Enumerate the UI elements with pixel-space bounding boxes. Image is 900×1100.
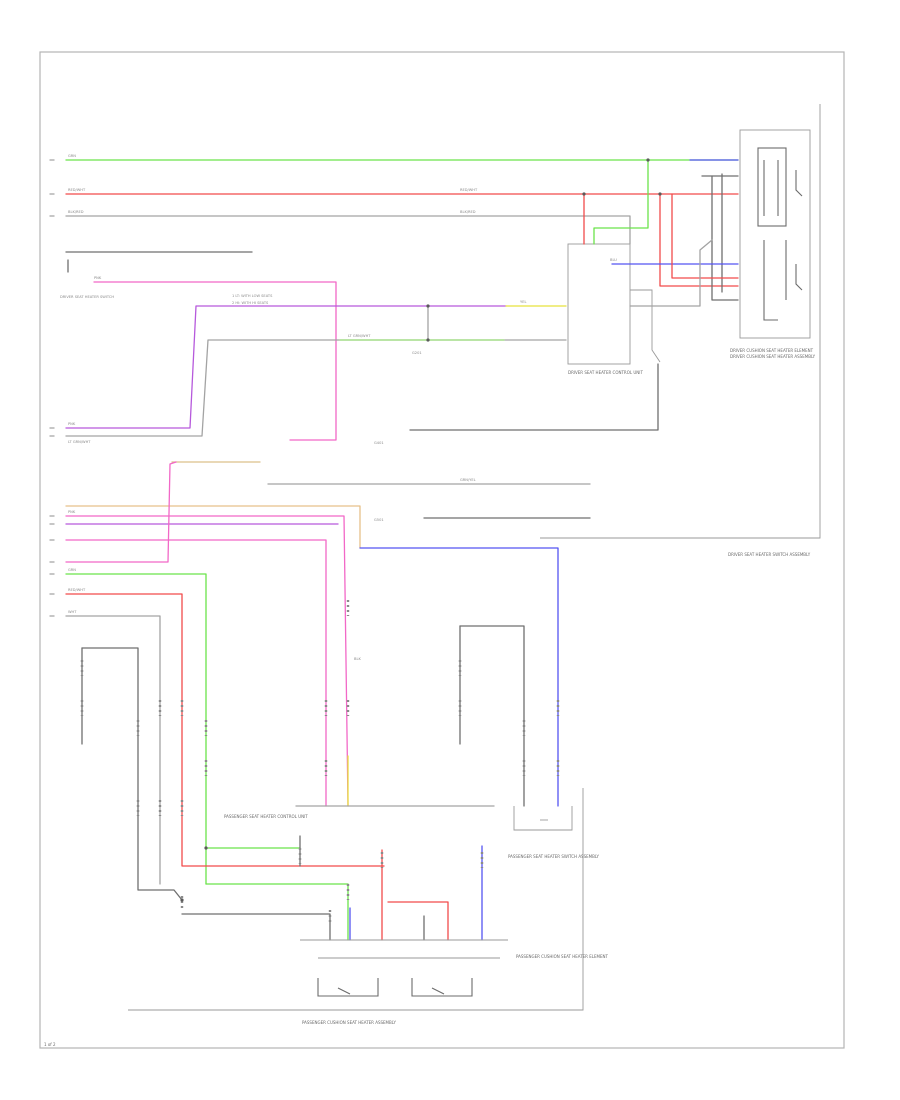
label-wire-blk-vertical: BLK bbox=[354, 657, 361, 661]
passenger-control-unit bbox=[300, 939, 508, 997]
label-wire-grn-lower: GRN bbox=[68, 568, 76, 572]
label-wire-red-wht-lower: RED/WHT bbox=[68, 588, 86, 592]
label-wire-blk-red-2: BLK/RED bbox=[460, 210, 476, 214]
label-wire-pnk: PNK bbox=[94, 276, 102, 280]
wire-grn-lower bbox=[65, 573, 207, 885]
wire-red-lower bbox=[65, 593, 385, 867]
wire-blu-long bbox=[359, 547, 559, 807]
passenger-control-unit-label: PASSENGER SEAT HEATER CONTROL UNIT bbox=[224, 814, 308, 819]
wire-lt-grn-wht bbox=[65, 339, 567, 437]
passenger-switch-assembly bbox=[513, 806, 573, 831]
note-2: 2 HI: WITH HI SEATS bbox=[232, 301, 269, 305]
note-1: 1 LT: WITH LOW SEATS bbox=[232, 294, 273, 298]
ground-label-2: G401 bbox=[374, 441, 384, 445]
driver-cushion-heater-assembly bbox=[739, 129, 811, 339]
driver-switch-footnote: DRIVER SEAT HEATER SWITCH bbox=[60, 295, 114, 299]
label-wire-grn: GRN bbox=[68, 154, 76, 158]
label-wire-blu: BLU bbox=[610, 258, 617, 262]
left-pin-markers bbox=[49, 159, 55, 617]
connectors bbox=[80, 600, 560, 924]
passenger-switch-assembly-label: PASSENGER SEAT HEATER SWITCH ASSEMBLY bbox=[508, 854, 600, 859]
driver-switch-assembly-boundary bbox=[540, 104, 821, 539]
wire-blk-red bbox=[65, 215, 631, 245]
passenger-cushion-element-label: PASSENGER CUSHION SEAT HEATER ELEMENT bbox=[516, 954, 608, 959]
page-label: 1 of 2 bbox=[44, 1042, 56, 1047]
driver-control-unit-label: DRIVER SEAT HEATER CONTROL UNIT bbox=[568, 370, 643, 375]
driver-seat-heater-control-unit bbox=[567, 243, 661, 365]
wire-violet bbox=[65, 305, 507, 429]
wire-pnk-upper bbox=[93, 281, 337, 441]
label-wire-lt-grn-wht-2: LT GRN/WHT bbox=[348, 334, 371, 338]
driver-cushion-assembly-label: DRIVER CUSHION SEAT HEATER ASSEMBLY bbox=[730, 354, 816, 359]
wire-red-wht bbox=[65, 193, 739, 287]
ground-label-3: G501 bbox=[374, 518, 384, 522]
passenger-assembly-boundary bbox=[128, 788, 584, 1011]
label-wire-yel: YEL bbox=[520, 300, 526, 304]
label-wire-wht: WHT bbox=[68, 610, 77, 614]
label-wire-blk-red: BLK/RED bbox=[68, 210, 84, 214]
ground-label-1: G201 bbox=[412, 351, 422, 355]
wire-blk-ground-middle bbox=[409, 363, 659, 431]
label-wire-gray-mid: GRN/YEL bbox=[460, 478, 476, 482]
label-wire-red-wht-2: RED/WHT bbox=[460, 188, 478, 192]
diagram-frame bbox=[39, 51, 845, 1049]
passenger-cushion-assembly-label: PASSENGER CUSHION SEAT HEATER ASSEMBLY bbox=[302, 1020, 396, 1025]
wire-pnk-lower bbox=[65, 515, 349, 807]
splice-points bbox=[180, 158, 662, 902]
label-wire-pnk-lower: PNK bbox=[68, 510, 76, 514]
driver-switch-assembly-label: DRIVER SEAT HEATER SWITCH ASSEMBLY bbox=[728, 552, 811, 557]
label-wire-pnk-left: PNK bbox=[68, 422, 76, 426]
label-wire-red-wht: RED/WHT bbox=[68, 188, 86, 192]
driver-cushion-element-label: DRIVER CUSHION SEAT HEATER ELEMENT bbox=[730, 348, 814, 353]
label-wire-lt-grn-wht: LT GRN/WHT bbox=[68, 440, 91, 444]
